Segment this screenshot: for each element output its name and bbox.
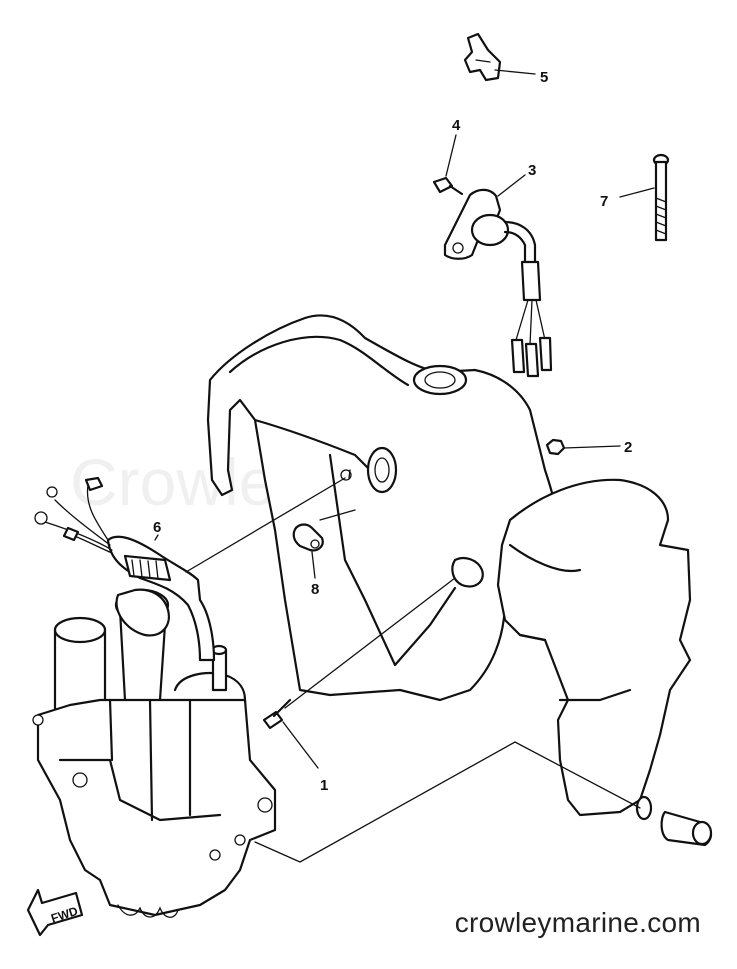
power-trim-tilt-unit — [32, 588, 277, 918]
callout-1: 1 — [320, 777, 328, 794]
bolt-part-1 — [262, 698, 292, 730]
nut-part-2 — [545, 438, 566, 456]
screw-part-4 — [432, 176, 464, 196]
leader-lines — [154, 69, 655, 769]
clamp-part-8 — [292, 523, 324, 552]
site-url-label: crowleymarine.com — [454, 907, 701, 938]
trim-sender-part-3 — [443, 188, 553, 378]
callouts: 1 2 3 4 5 6 7 8 — [153, 69, 632, 794]
callout-8: 8 — [311, 581, 319, 598]
clip-part-5 — [463, 32, 502, 82]
wire-harness-part-6 — [34, 476, 216, 662]
callout-6: 6 — [153, 519, 161, 536]
assembly-lines — [185, 469, 641, 863]
callout-5: 5 — [540, 69, 548, 86]
callout-4: 4 — [452, 117, 461, 134]
callout-2: 2 — [624, 439, 632, 456]
fwd-arrow-icon: FWD — [26, 888, 84, 937]
swivel-bracket — [206, 314, 559, 702]
callout-7: 7 — [600, 193, 608, 210]
pivot-pin — [635, 795, 713, 847]
bolt-part-7 — [652, 153, 670, 242]
callout-3: 3 — [528, 162, 536, 179]
clamp-bracket — [496, 478, 692, 817]
